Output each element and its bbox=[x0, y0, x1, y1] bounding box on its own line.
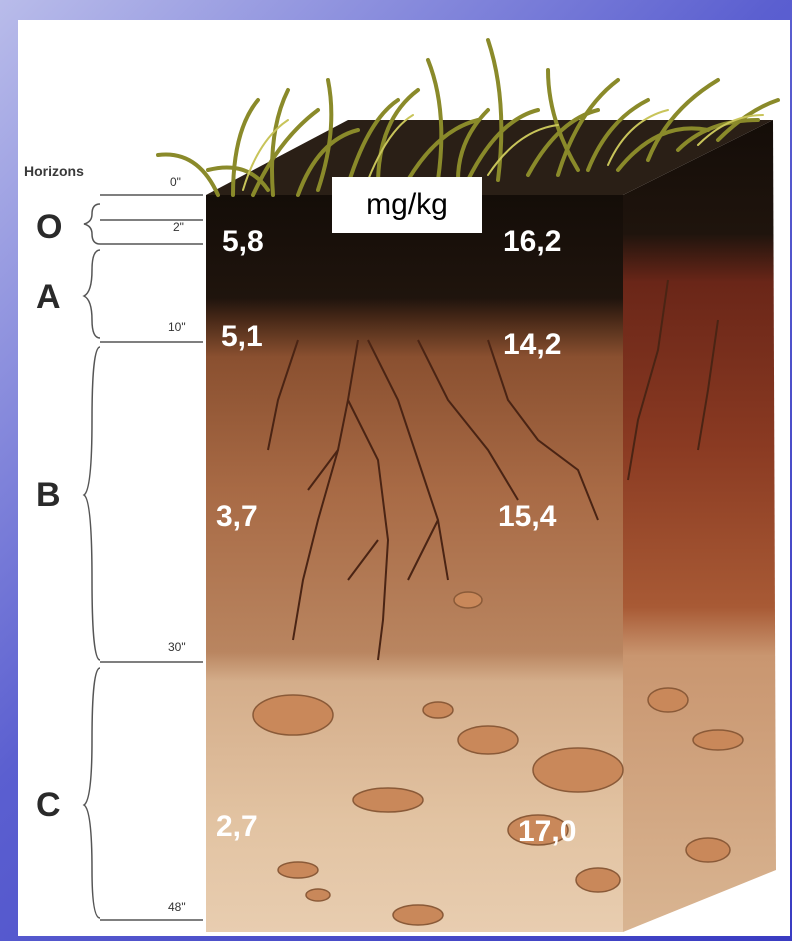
value-right-a: 14,2 bbox=[503, 328, 561, 362]
depth-mark-48: 48" bbox=[168, 900, 186, 914]
value-right-o: 16,2 bbox=[503, 225, 561, 259]
depth-mark-0: 0" bbox=[170, 175, 181, 189]
soil-illustration bbox=[18, 20, 790, 936]
horizon-o-label: O bbox=[36, 208, 62, 247]
value-left-o: 5,8 bbox=[222, 225, 264, 259]
depth-mark-30: 30" bbox=[168, 640, 186, 654]
horizon-c-label: C bbox=[36, 786, 61, 825]
soil-side-face bbox=[623, 120, 776, 932]
value-right-c: 17,0 bbox=[518, 815, 576, 849]
value-left-c: 2,7 bbox=[216, 810, 258, 844]
horizon-braces bbox=[84, 204, 100, 918]
horizon-b-label: B bbox=[36, 476, 61, 515]
horizon-lines bbox=[100, 195, 203, 920]
depth-mark-2: 2" bbox=[173, 220, 184, 234]
unit-label: mg/kg bbox=[332, 177, 482, 233]
horizon-a-label: A bbox=[36, 278, 61, 317]
depth-mark-10: 10" bbox=[168, 320, 186, 334]
value-left-a: 5,1 bbox=[221, 320, 263, 354]
value-right-b: 15,4 bbox=[498, 500, 556, 534]
value-left-b: 3,7 bbox=[216, 500, 258, 534]
horizons-label: Horizons bbox=[24, 163, 84, 179]
soil-profile-diagram: Horizons 0" 2" 10" 30" 48" O A B C mg/kg… bbox=[18, 20, 790, 936]
